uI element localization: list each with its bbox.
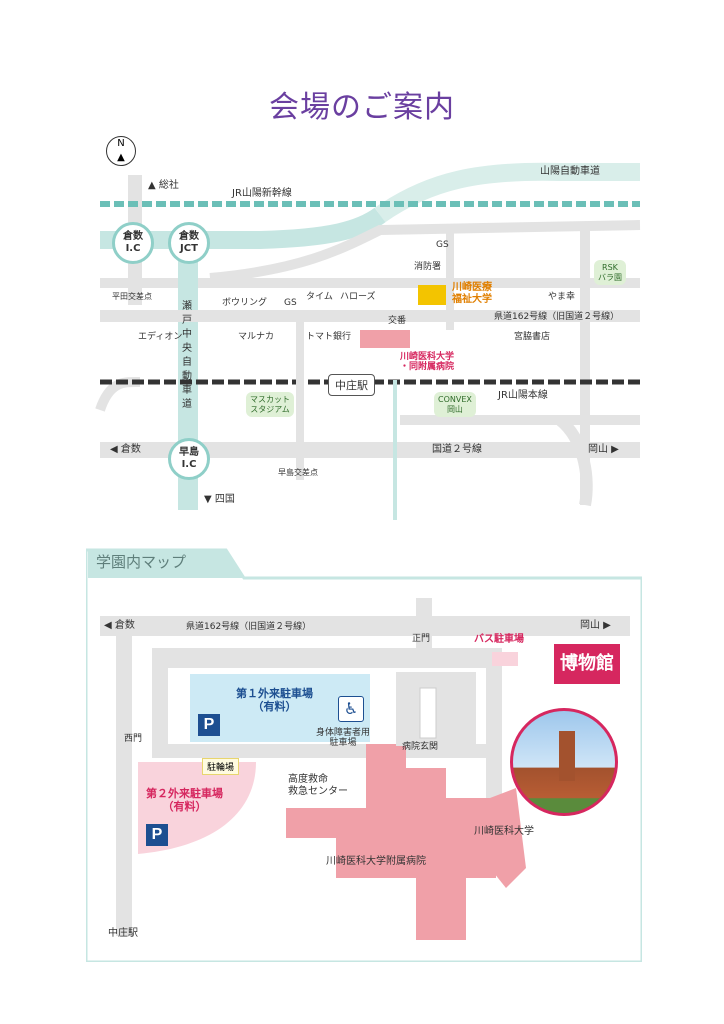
kurashiki-left-label: ◀ 倉数: [110, 444, 141, 455]
compass-icon: N▲: [106, 136, 136, 166]
kurashiki-jct-label: 倉数 JCT: [179, 231, 199, 254]
wheelchair-parking-label: 身体障害者用 駐車場: [316, 728, 371, 749]
hayashima-cross-label: 早島交差点: [278, 468, 318, 477]
university-label: 川崎医科大学: [474, 826, 534, 837]
hirata-label: 平田交差点: [112, 292, 152, 301]
koban-label: 交番: [388, 316, 407, 326]
gs2-label: GS: [284, 298, 297, 308]
parking1-label: 第１外来駐車場 （有料）: [236, 687, 313, 713]
route2-label: 国道２号線: [432, 444, 482, 455]
page-title: 会場のご案内: [269, 90, 455, 125]
parking2-icon: P: [146, 824, 168, 846]
churinjo-label: 駐輪場: [202, 758, 240, 775]
campus-route162-label: 県道162号線（旧国道２号線）: [186, 622, 312, 632]
hospital-entrance-label: 病院玄関: [402, 742, 439, 752]
jr-sanyo-label: JR山陽本線: [498, 390, 548, 401]
wheelchair-icon: ♿: [338, 696, 364, 722]
seto-expressway-label: 瀬戸中央自動車道: [182, 301, 192, 410]
venue-label: 川崎医療 福祉大学: [452, 282, 492, 305]
campus-map: 学園内マップ ◀ 倉数 県道162号線（旧国道２号線） 岡山 ▶ 正門 バス駐車…: [86, 548, 642, 962]
miyawaki-label: 宮脇書店: [514, 332, 551, 342]
nishimon-label: 西門: [124, 734, 143, 744]
edion-label: エディオン: [138, 332, 183, 342]
hayashima-ic: 早島 I.C: [168, 438, 210, 480]
campus-okayama-label: 岡山 ▶: [580, 620, 611, 631]
shobosho-label: 消防署: [414, 262, 442, 272]
museum-label[interactable]: 博物館: [554, 644, 620, 684]
campus-map-shapes: [86, 548, 642, 962]
shinkansen-label: JR山陽新幹線: [232, 188, 292, 199]
seimon-label: 正門: [412, 634, 431, 644]
museum-photo: [510, 708, 618, 816]
campus-tab-label: 学園内マップ: [96, 553, 187, 571]
mascut-label: マスカット スタジアム: [246, 392, 294, 418]
bus-parking-label: バス駐車場: [474, 634, 524, 645]
north-label: N: [117, 138, 125, 149]
sosha-label: ▲ 総社: [148, 180, 179, 191]
campus-station-label: 中庄駅: [108, 928, 138, 939]
taimu-label: タイム: [306, 292, 333, 302]
convex-label: CONVEX 岡山: [434, 392, 476, 418]
kurashiki-ic: 倉数 I.C: [112, 222, 154, 264]
hospital-label: 川崎医科大学附属病院: [326, 856, 426, 867]
okayama-right-label: 岡山 ▶: [588, 444, 619, 455]
marunaka-label: マルナカ: [238, 332, 275, 342]
emergency-label: 高度救命 救急センター: [288, 774, 348, 797]
gs1-label: GS: [436, 240, 449, 250]
parking1-icon: P: [198, 714, 220, 736]
bowling-label: ボウリング: [222, 298, 268, 308]
kurashiki-jct: 倉数 JCT: [168, 222, 210, 264]
parking2-label: 第２外来駐車場 （有料）: [146, 787, 223, 813]
area-map: N▲ ▲ 総社 JR山陽新幹線 山陽自動車道 倉数 I.C 倉数 JCT 瀬戸中…: [0, 120, 724, 520]
rsk-label: RSK バラ園: [594, 260, 626, 286]
yamasachi-label: やま幸: [548, 292, 576, 302]
nakasho-station: 中庄駅: [328, 374, 375, 396]
hospital-label: 川崎医科大学 ・同附属病院: [400, 352, 455, 373]
hayashima-ic-label: 早島 I.C: [179, 447, 199, 470]
harozu-label: ハローズ: [340, 292, 376, 302]
kurashiki-ic-label: 倉数 I.C: [123, 231, 143, 254]
tomato-label: トマト銀行: [306, 332, 352, 342]
campus-kurashiki-label: ◀ 倉数: [104, 620, 135, 631]
sanyo-expressway-label: 山陽自動車道: [540, 166, 600, 177]
route162-label: 県道162号線（旧国道２号線）: [494, 312, 620, 322]
shikoku-label: ▼ 四国: [204, 494, 235, 505]
